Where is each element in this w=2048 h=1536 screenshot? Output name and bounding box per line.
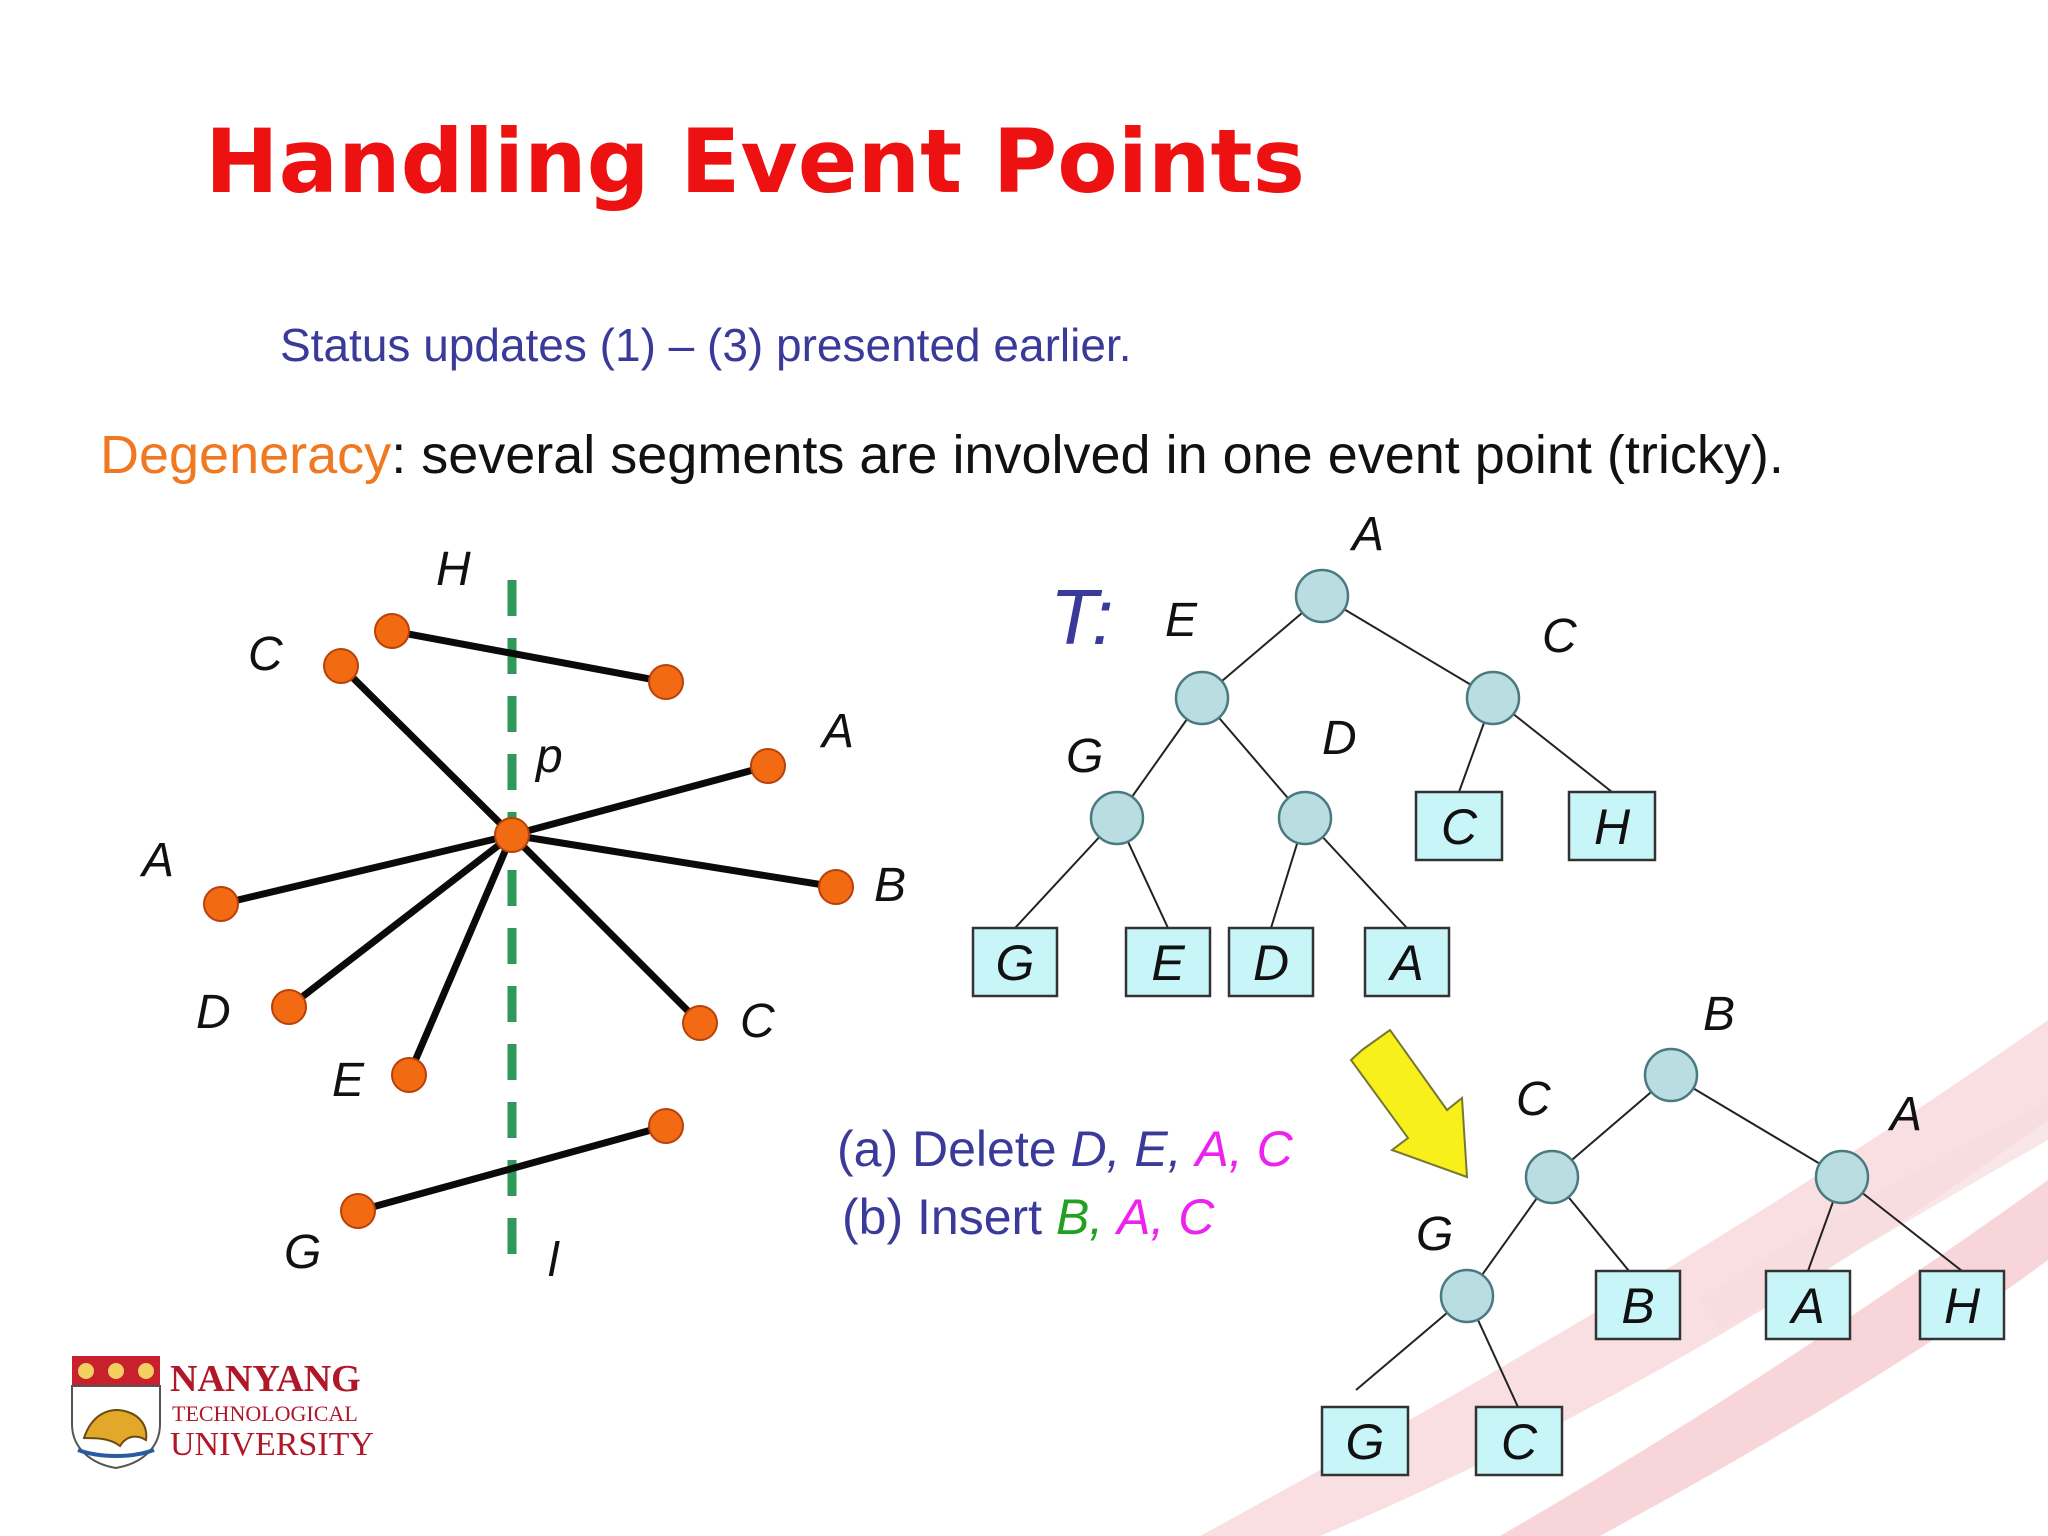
tree-leaf [1594, 1269, 1682, 1341]
tree-node-label: B [1703, 988, 1735, 1041]
tree-leaf [1567, 790, 1657, 862]
insert-item: B, [1055, 1189, 1104, 1245]
endpoint [203, 886, 239, 922]
tree-node [1439, 1268, 1495, 1324]
segment-a-upper [508, 762, 772, 839]
transition-arrow [1349, 1028, 1469, 1179]
tree-node [1524, 1149, 1580, 1205]
endpoint [374, 613, 410, 649]
tree-leaf [1474, 1405, 1564, 1477]
tree-node [1814, 1149, 1870, 1205]
tree-leaf [1320, 1405, 1410, 1477]
delete-item: A, [1195, 1121, 1243, 1177]
label-segment-b: B [874, 859, 906, 912]
tree-node [1277, 790, 1333, 846]
university-logo: NANYANG TECHNOLOGICAL UNIVERSITY [70, 1354, 400, 1474]
operation-insert: (b) Insert B, A, C [842, 1192, 1214, 1242]
segment-c-upper [337, 662, 516, 839]
tree-leaf [1227, 926, 1315, 998]
tree-leaf-label: G [996, 935, 1035, 991]
insert-item: C [1178, 1189, 1215, 1245]
tree-leaf [1363, 926, 1451, 998]
delete-item: C [1256, 1121, 1293, 1177]
segment-h [388, 627, 670, 686]
tree-leaf-label: A [1387, 935, 1423, 991]
subtitle: Status updates (1) – (3) presented earli… [280, 319, 1132, 371]
operation-delete: (a) Delete D, E, A, C [837, 1124, 1293, 1174]
tree-leaf-label: H [1594, 799, 1631, 855]
degeneracy-description: : several segments are involved in one e… [391, 425, 1784, 485]
tree-node-label: D [1322, 712, 1357, 765]
tree-leaf [1124, 926, 1212, 998]
tree-node [1643, 1047, 1699, 1103]
tree-node-label: G [1416, 1208, 1453, 1261]
segment-c-lower [508, 831, 704, 1027]
segment-e [405, 831, 516, 1079]
degeneracy-term: Degeneracy [100, 425, 392, 485]
status-structure-label: T: [1050, 573, 1114, 661]
segment-b [508, 831, 840, 891]
label-segment-c-upper: C [248, 628, 283, 681]
endpoint [682, 1005, 718, 1041]
tree-node-label: G [1066, 730, 1103, 783]
label-segment-g: G [284, 1226, 321, 1279]
endpoint [271, 989, 307, 1025]
delete-item: E, [1134, 1121, 1182, 1177]
endpoint [340, 1193, 376, 1229]
label-segment-e: E [332, 1054, 365, 1107]
label-point-p: p [534, 730, 563, 783]
endpoint [391, 1057, 427, 1093]
segment-a-lower [217, 831, 516, 908]
tree-leaf-label: E [1151, 935, 1185, 991]
tree-leaf [971, 926, 1059, 998]
label-segment-a-lower: A [139, 834, 174, 887]
logo-line-2: TECHNOLOGICAL [172, 1401, 358, 1426]
tree-leaf [1764, 1269, 1852, 1341]
tree-node-label: A [1887, 1088, 1922, 1141]
tree-node [1174, 670, 1230, 726]
endpoint [818, 869, 854, 905]
tree-leaf [1414, 790, 1504, 862]
insert-item: A, [1117, 1189, 1165, 1245]
degeneracy-statement: Degeneracy: several segments are involve… [100, 428, 1784, 482]
endpoint [648, 1108, 684, 1144]
tree-node-label: E [1165, 594, 1198, 647]
operation-delete-prefix: (a) Delete [837, 1121, 1071, 1177]
label-segment-d: D [196, 986, 231, 1039]
operation-insert-prefix: (b) Insert [842, 1189, 1056, 1245]
tree-leaf-label: B [1621, 1278, 1654, 1334]
tree-node-label: C [1516, 1073, 1551, 1126]
label-sweep-line: l [548, 1234, 560, 1287]
tree-leaf-label: C [1441, 799, 1478, 855]
tree-node [1294, 568, 1350, 624]
label-segment-c-lower: C [740, 995, 775, 1048]
label-segment-h: H [436, 543, 471, 596]
crest-icon [71, 1356, 161, 1470]
tree-node-label: A [1349, 508, 1384, 561]
logo-line-3: UNIVERSITY [170, 1426, 374, 1463]
tree-node [1089, 790, 1145, 846]
segment-d [285, 831, 516, 1011]
event-point-p [494, 817, 530, 853]
tree-node-label: C [1542, 610, 1577, 663]
page-title: Handling Event Points [205, 110, 1305, 213]
endpoint [323, 648, 359, 684]
endpoint [750, 748, 786, 784]
tree-node [1465, 670, 1521, 726]
tree-leaf-label: H [1944, 1278, 1981, 1334]
tree-leaf-label: C [1501, 1414, 1538, 1470]
label-segment-a-upper: A [819, 705, 854, 758]
endpoint [648, 664, 684, 700]
tree-leaf-label: A [1788, 1278, 1824, 1334]
delete-item: D, [1070, 1121, 1121, 1177]
tree-leaf-label: D [1253, 935, 1289, 991]
tree-leaf [1918, 1269, 2006, 1341]
segment-g [354, 1122, 670, 1215]
tree-leaf-label: G [1346, 1414, 1385, 1470]
logo-line-1: NANYANG [170, 1358, 361, 1400]
